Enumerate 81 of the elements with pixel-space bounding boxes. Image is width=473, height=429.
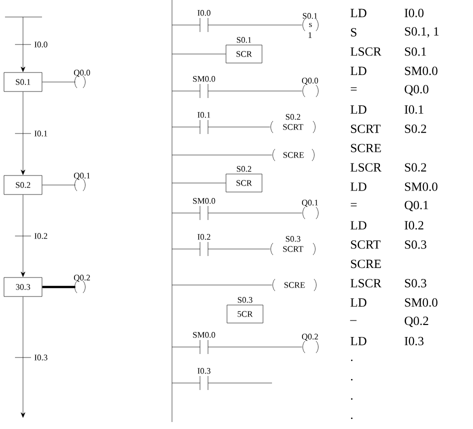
instruction-text: – xyxy=(350,320,357,321)
instruction-text: . xyxy=(351,418,352,420)
instruction-text: LSCR xyxy=(350,47,382,56)
coil-label: Q0.1 xyxy=(302,200,318,207)
instruction-text: LD xyxy=(350,8,366,18)
instruction-text: SCRE xyxy=(351,260,381,268)
instruction-text: S0.2 xyxy=(405,163,426,172)
instruction-text: S0.3 xyxy=(405,240,426,249)
instruction-text: = xyxy=(350,203,357,206)
instruction-text: LD xyxy=(350,66,366,76)
contact-label: I0.0 xyxy=(198,10,210,16)
output-coil: Q0.2 xyxy=(74,274,90,294)
contact-label: SM0.0 xyxy=(193,332,216,338)
step-box: S0.2 xyxy=(4,175,42,195)
instruction-text: . xyxy=(351,378,352,380)
instruction-text: = xyxy=(350,87,357,90)
instruction-text: LD xyxy=(350,221,366,230)
transition-label: I0.0 xyxy=(34,42,48,48)
arrow xyxy=(14,16,32,72)
coil-label: Q0.2 xyxy=(302,334,318,341)
coil-text: SCRE xyxy=(284,282,305,288)
instruction-text: I0.2 xyxy=(404,221,424,230)
instruction-text: S0.1, 1 xyxy=(405,27,439,38)
instruction-text: I0.1 xyxy=(404,105,424,114)
transition-label: I0.1 xyxy=(34,130,48,136)
rail-line xyxy=(4,16,42,18)
scr-box: S0.2 SCR xyxy=(226,166,262,192)
instruction-text: LD xyxy=(350,298,366,307)
transition-label: I0.2 xyxy=(34,233,48,239)
output-coil: Q0.0 xyxy=(74,70,90,88)
coil-text: 1 xyxy=(308,32,312,38)
instruction-text: LD xyxy=(350,337,366,346)
coil-label: S0.2 xyxy=(286,114,300,120)
node-label: S0.1 xyxy=(236,37,252,43)
transition-label: I0.3 xyxy=(34,354,48,360)
instruction-text: . xyxy=(351,398,352,400)
instruction-text: S0.2 xyxy=(405,124,426,134)
contact-label: I0.2 xyxy=(198,234,210,240)
coil-label: S0.3 xyxy=(286,236,300,242)
instruction-text: LD xyxy=(350,182,366,191)
instruction-text: LSCR xyxy=(350,279,382,288)
coil-label: Q0.0 xyxy=(302,78,318,85)
contact-label: SM0.0 xyxy=(193,198,216,204)
step-box: 30.3 xyxy=(4,277,42,297)
instruction-text: LSCR xyxy=(350,163,382,172)
instruction-text: S0.1 xyxy=(405,47,426,56)
instruction-text: LD xyxy=(350,105,366,114)
step-box: S0.1 xyxy=(4,72,42,92)
instruction-text: SM0.0 xyxy=(405,66,438,76)
instruction-text: SCRT xyxy=(351,240,381,249)
coil-text: s xyxy=(309,22,312,28)
arrow xyxy=(14,194,32,277)
connector-line xyxy=(42,286,76,288)
scr-box: S0.1 SCR xyxy=(226,37,262,64)
output-coil: Q0.1 xyxy=(74,172,90,192)
coil-text: SCRT xyxy=(283,246,304,252)
arrow xyxy=(14,92,32,175)
coil-label: S0.1 xyxy=(302,13,318,19)
instruction-text: SM0.0 xyxy=(405,182,438,191)
contact-label: I0.3 xyxy=(198,368,210,374)
coil-text: SCRT xyxy=(283,124,304,130)
instruction-text: Q0.2 xyxy=(404,316,428,327)
coil-text: SCRE xyxy=(283,152,304,158)
contact-label: I0.1 xyxy=(198,112,210,118)
connector-line xyxy=(172,182,226,184)
instruction-text: SCRE xyxy=(351,144,381,152)
instruction-text: I0.0 xyxy=(404,8,424,18)
instruction-text: I0.3 xyxy=(404,336,424,346)
connector-line xyxy=(42,184,76,186)
instruction-text: SM0.0 xyxy=(405,298,438,307)
instruction-text: S0.3 xyxy=(405,278,426,288)
instruction-text: SCRT xyxy=(351,124,381,133)
instruction-text: . xyxy=(351,360,352,362)
instruction-text: Q0.0 xyxy=(404,85,428,96)
node-label: S0.3 xyxy=(238,297,252,303)
contact-label: SM0.0 xyxy=(193,76,216,82)
arrow xyxy=(14,296,32,418)
instruction-text: S xyxy=(351,28,356,36)
scr-box: S0.3 5CR xyxy=(226,297,264,324)
node-label: S0.2 xyxy=(236,166,252,172)
instruction-text: Q0.1 xyxy=(404,200,428,212)
